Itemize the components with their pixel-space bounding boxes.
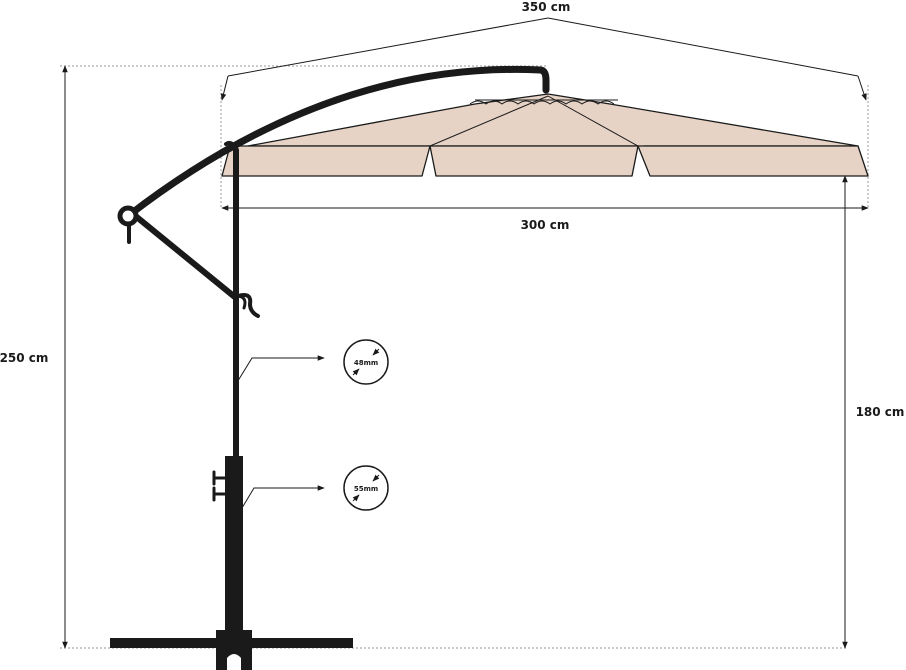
base-hub-notch (227, 654, 241, 670)
pivot-ring (117, 205, 139, 227)
crank-handle-inner (234, 294, 247, 310)
diagonal-brace (130, 211, 239, 301)
clearance-height-label: 180 cm (856, 405, 905, 419)
lower-badge-arrow-top (372, 474, 380, 482)
total-width-dimension: 350 cm (220, 0, 867, 101)
lower-tube-size-label: 55mm (354, 485, 378, 493)
total-width-line-right (547, 17, 859, 77)
upper-badge-arrow-top (372, 348, 380, 356)
lower-tube-callout: 55mm (241, 465, 389, 511)
canopy-vent-wave (469, 100, 615, 105)
upper-tube-size-label: 48mm (354, 359, 378, 367)
upper-tube-callout: 48mm (235, 339, 389, 385)
clearance-height-dimension: 180 cm (842, 175, 905, 649)
total-width-arrow-left (220, 75, 229, 101)
canopy-flap-left (221, 145, 431, 177)
canopy-flap-right (637, 145, 869, 177)
canopy-flap-center (429, 145, 639, 177)
pole-top-hook (224, 140, 238, 152)
total-width-line-left (227, 17, 549, 77)
total-height-label: 250 cm (0, 351, 48, 365)
umbrella-frame (110, 65, 550, 670)
total-height-dimension: 250 cm (0, 65, 68, 649)
canopy-width-dimension: 300 cm (221, 205, 869, 232)
lower-pole (225, 456, 243, 666)
canopy-rib-left (429, 95, 549, 147)
lower-badge-arrow-bottom (352, 494, 360, 502)
crank-handle (236, 293, 260, 318)
total-width-label: 350 cm (522, 0, 571, 14)
curved-arm (124, 65, 550, 220)
guide-lines (60, 65, 869, 649)
canopy (221, 93, 869, 177)
lock-pins (212, 470, 228, 502)
total-width-arrow-right (857, 75, 867, 101)
canopy-rib-right (547, 95, 639, 147)
upper-badge-arrow-bottom (352, 368, 360, 376)
canopy-width-label: 300 cm (521, 218, 570, 232)
lower-tube-leader (241, 485, 325, 509)
upper-tube-leader (235, 355, 325, 385)
